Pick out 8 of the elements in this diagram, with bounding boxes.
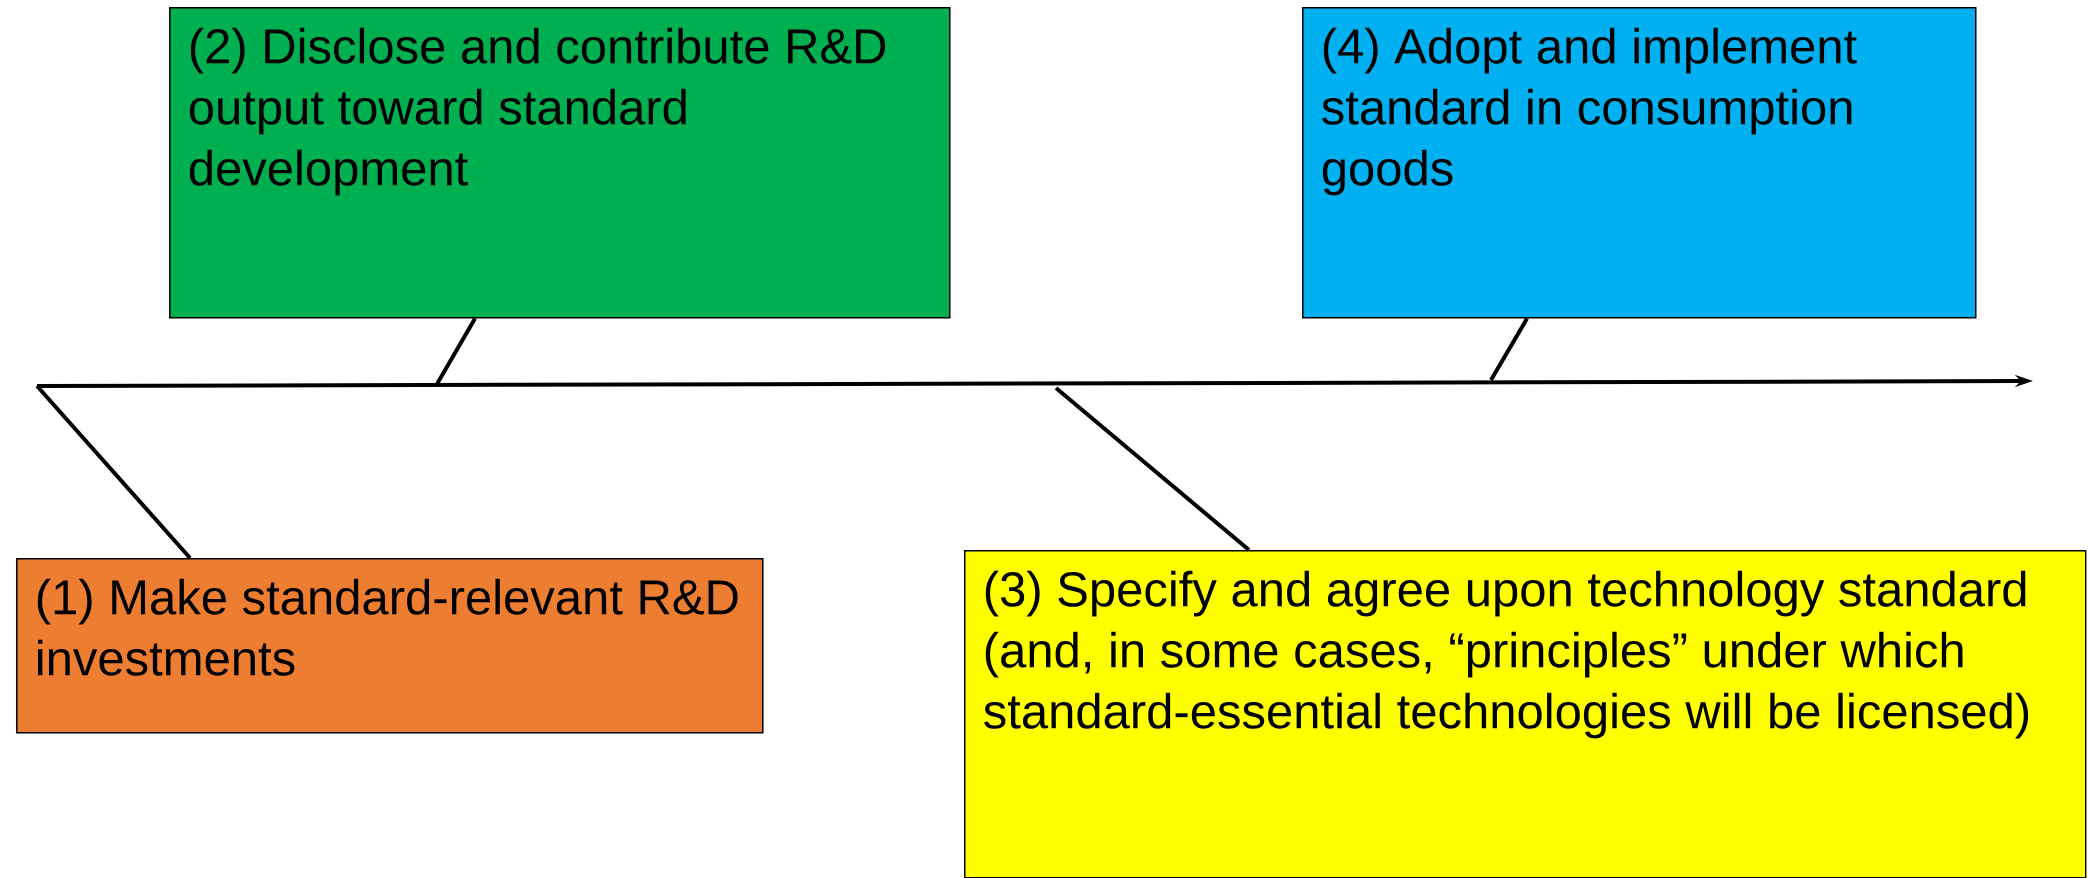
leader-line: [1054, 386, 1251, 552]
leader-line: [435, 317, 477, 385]
step-box: (1) Make standard-relevant R&D investments: [16, 558, 764, 734]
leader-line: [35, 384, 192, 560]
step-box: (3) Specify and agree upon technology standard (and, in some cases, “principles” under which standard-essential technologies will be licensed): [964, 550, 2087, 878]
step-box: (2) Disclose and contribute R&D output toward standard development: [169, 7, 951, 319]
step-box: (4) Adopt and implement standard in consumption goods: [1302, 7, 1977, 319]
leader-line: [1489, 317, 1529, 381]
